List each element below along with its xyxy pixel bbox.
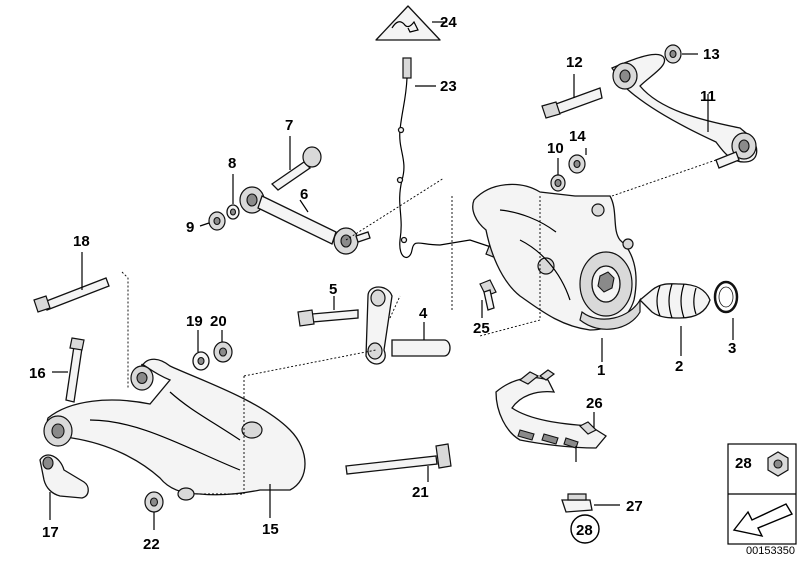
- part-8-washer[interactable]: [226, 204, 240, 220]
- callout-6: 6: [300, 186, 308, 203]
- part-15-lower-control-arm[interactable]: [43, 358, 306, 501]
- callout-20: 20: [210, 313, 227, 330]
- part-3-circlip[interactable]: [713, 280, 739, 314]
- part-12-bolt[interactable]: [541, 87, 603, 119]
- callout-22: 22: [143, 536, 160, 553]
- part-26-wiring-harness[interactable]: [495, 369, 607, 462]
- callout-10: 10: [547, 140, 564, 157]
- callout-25: 25: [473, 320, 490, 337]
- assembly-reference-lines: [121, 159, 717, 495]
- part-22-nut[interactable]: [144, 491, 164, 513]
- part-10-nut[interactable]: [550, 174, 566, 192]
- callout-28-circled[interactable]: 28: [570, 514, 600, 544]
- callout-19: 19: [186, 313, 203, 330]
- callout-8: 8: [228, 155, 236, 172]
- part-18-bolt[interactable]: [33, 277, 110, 313]
- callout-2: 2: [675, 358, 683, 375]
- part-21-bolt[interactable]: [345, 443, 452, 475]
- part-20-nut[interactable]: [213, 341, 233, 363]
- part-27-clip[interactable]: [561, 493, 593, 513]
- part-6-toe-link[interactable]: [239, 186, 371, 255]
- callout-14: 14: [569, 128, 586, 145]
- callout-24: 24: [440, 14, 457, 31]
- callout-26: 26: [586, 395, 603, 412]
- callout-23: 23: [440, 78, 457, 95]
- callout-7: 7: [285, 117, 293, 134]
- diagram-number: 00153350: [746, 545, 795, 557]
- part-7-bolt[interactable]: [270, 146, 322, 191]
- part-5-bolt[interactable]: [297, 309, 359, 327]
- callout-labels: 1 2 3 4 5 6 7 8 9 10 11 12 13 14 15 16 1…: [29, 14, 736, 553]
- callout-28: 28: [576, 522, 593, 539]
- callout-15: 15: [262, 521, 279, 538]
- arrow-icon: [732, 503, 794, 537]
- callout-1: 1: [597, 362, 605, 379]
- callout-18: 18: [73, 233, 90, 250]
- callout-11: 11: [700, 88, 716, 105]
- part-13-nut[interactable]: [664, 44, 682, 64]
- part-14-nut[interactable]: [568, 154, 586, 174]
- part-19-washer[interactable]: [192, 351, 210, 371]
- part-17-bracket[interactable]: [39, 454, 89, 499]
- legend-number: 28: [735, 455, 752, 472]
- callout-12: 12: [566, 54, 583, 71]
- part-24-warning-label[interactable]: [375, 5, 441, 41]
- part-1-wheel-carrier[interactable]: [472, 183, 641, 331]
- callout-27: 27: [626, 498, 643, 515]
- nut-icon: [767, 451, 789, 477]
- callout-16: 16: [29, 365, 46, 382]
- part-9-nut[interactable]: [208, 211, 226, 231]
- callout-4: 4: [419, 305, 428, 322]
- callout-5: 5: [329, 281, 337, 298]
- callout-21: 21: [412, 484, 429, 501]
- part-16-bolt[interactable]: [65, 337, 85, 403]
- part-4-link-sleeve[interactable]: [365, 286, 451, 365]
- callout-3: 3: [728, 340, 736, 357]
- part-2-drive-shaft-joint[interactable]: [639, 283, 711, 319]
- legend-box: 28: [727, 443, 797, 545]
- callout-9: 9: [186, 219, 194, 236]
- callout-13: 13: [703, 46, 720, 63]
- part-25-bolt[interactable]: [479, 279, 497, 311]
- callout-17: 17: [42, 524, 59, 541]
- part-11-upper-control-arm[interactable]: [611, 53, 758, 169]
